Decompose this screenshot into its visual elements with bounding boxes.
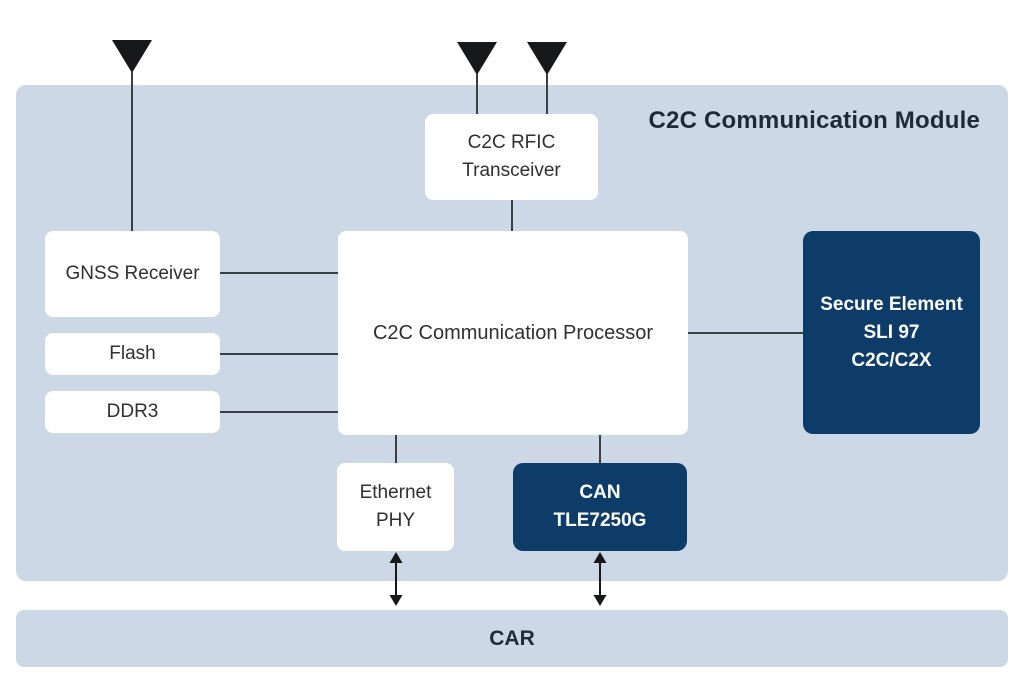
block-secure-element: Secure Element SLI 97 C2C/C2X [803,231,980,434]
block-can-transceiver-label: CAN TLE7250G [553,482,647,531]
connector-processor-can [599,435,601,463]
block-communication-processor-label: C2C Communication Processor [372,322,654,344]
block-ethernet-phy: Ethernet PHY [337,463,454,551]
block-flash: Flash [45,333,220,375]
connector-antenna1-gnss [131,72,133,231]
connector-gnss-processor [220,272,338,274]
car-bar: CAR [16,610,1008,667]
connector-ddr3-processor [220,411,338,413]
block-communication-processor: C2C Communication Processor [338,231,688,435]
block-can-transceiver: CAN TLE7250G [513,463,687,551]
connector-rfic-processor [511,200,513,231]
double-arrow-icon [593,552,607,606]
connector-processor-secure [688,332,803,334]
block-ethernet-phy-label: Ethernet PHY [359,482,432,531]
block-rfic-transceiver-label: C2C RFIC Transceiver [462,132,561,181]
block-flash-label: Flash [109,343,156,364]
antenna-icon [112,40,152,73]
diagram-title: C2C Communication Module [648,107,980,134]
car-label: CAR [489,626,535,650]
block-secure-element-label: Secure Element SLI 97 C2C/C2X [820,293,963,371]
block-ddr3: DDR3 [45,391,220,433]
block-rfic-transceiver: C2C RFIC Transceiver [425,114,598,200]
antenna-icon [527,42,567,75]
connector-processor-ethernet [395,435,397,463]
double-arrow-icon [389,552,403,606]
connector-flash-processor [220,353,338,355]
connector-antenna2-rfic [476,74,478,115]
block-ddr3-label: DDR3 [106,401,159,422]
antenna-icon [457,42,497,75]
block-gnss-receiver-label: GNSS Receiver [65,263,200,284]
block-gnss-receiver: GNSS Receiver [45,231,220,317]
connector-antenna3-rfic [546,74,548,115]
